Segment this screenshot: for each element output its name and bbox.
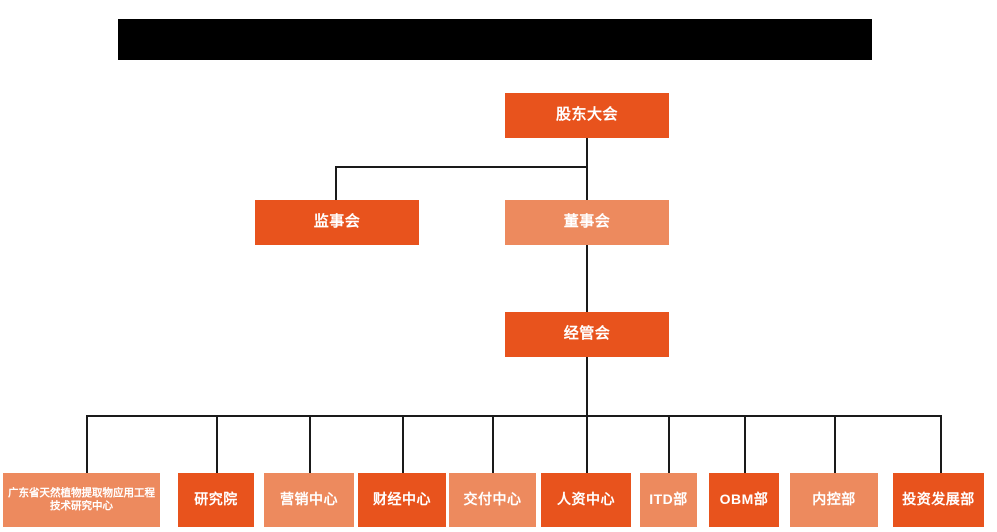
title-banner	[118, 19, 872, 60]
connector-drop-research-center	[86, 415, 88, 473]
node-board-of-directors[interactable]: 董事会	[505, 200, 669, 245]
connector-drop-itd	[668, 415, 670, 473]
connector-drop-research-institute	[216, 415, 218, 473]
connector-departments-bus	[86, 415, 942, 417]
connector-supervisors-down	[335, 166, 337, 200]
connector-directors-down	[586, 166, 588, 200]
connector-drop-finance-center	[402, 415, 404, 473]
connector-drop-hr-center	[586, 415, 588, 473]
connector-shareholders-down	[586, 138, 588, 168]
node-finance-center[interactable]: 财经中心	[358, 473, 446, 527]
node-delivery-center[interactable]: 交付中心	[449, 473, 536, 527]
node-itd-department[interactable]: ITD部	[640, 473, 697, 527]
node-internal-control-department[interactable]: 内控部	[790, 473, 878, 527]
node-shareholders-meeting[interactable]: 股东大会	[505, 93, 669, 138]
connector-drop-marketing-center	[309, 415, 311, 473]
connector-drop-internal-control	[834, 415, 836, 473]
node-investment-development-department[interactable]: 投资发展部	[893, 473, 984, 527]
node-obm-department[interactable]: OBM部	[709, 473, 779, 527]
node-hr-center[interactable]: 人资中心	[541, 473, 631, 527]
node-marketing-center[interactable]: 营销中心	[264, 473, 354, 527]
connector-drop-delivery-center	[492, 415, 494, 473]
connector-management-down	[586, 357, 588, 416]
connector-drop-investment-development	[940, 415, 942, 473]
node-guangdong-research-center[interactable]: 广东省天然植物提取物应用工程技术研究中心	[3, 473, 160, 527]
node-research-institute[interactable]: 研究院	[178, 473, 254, 527]
node-management-committee[interactable]: 经管会	[505, 312, 669, 357]
connector-directors-to-management	[586, 245, 588, 312]
connector-level2-bus	[335, 166, 588, 168]
node-board-of-supervisors[interactable]: 监事会	[255, 200, 419, 245]
connector-drop-obm	[744, 415, 746, 473]
